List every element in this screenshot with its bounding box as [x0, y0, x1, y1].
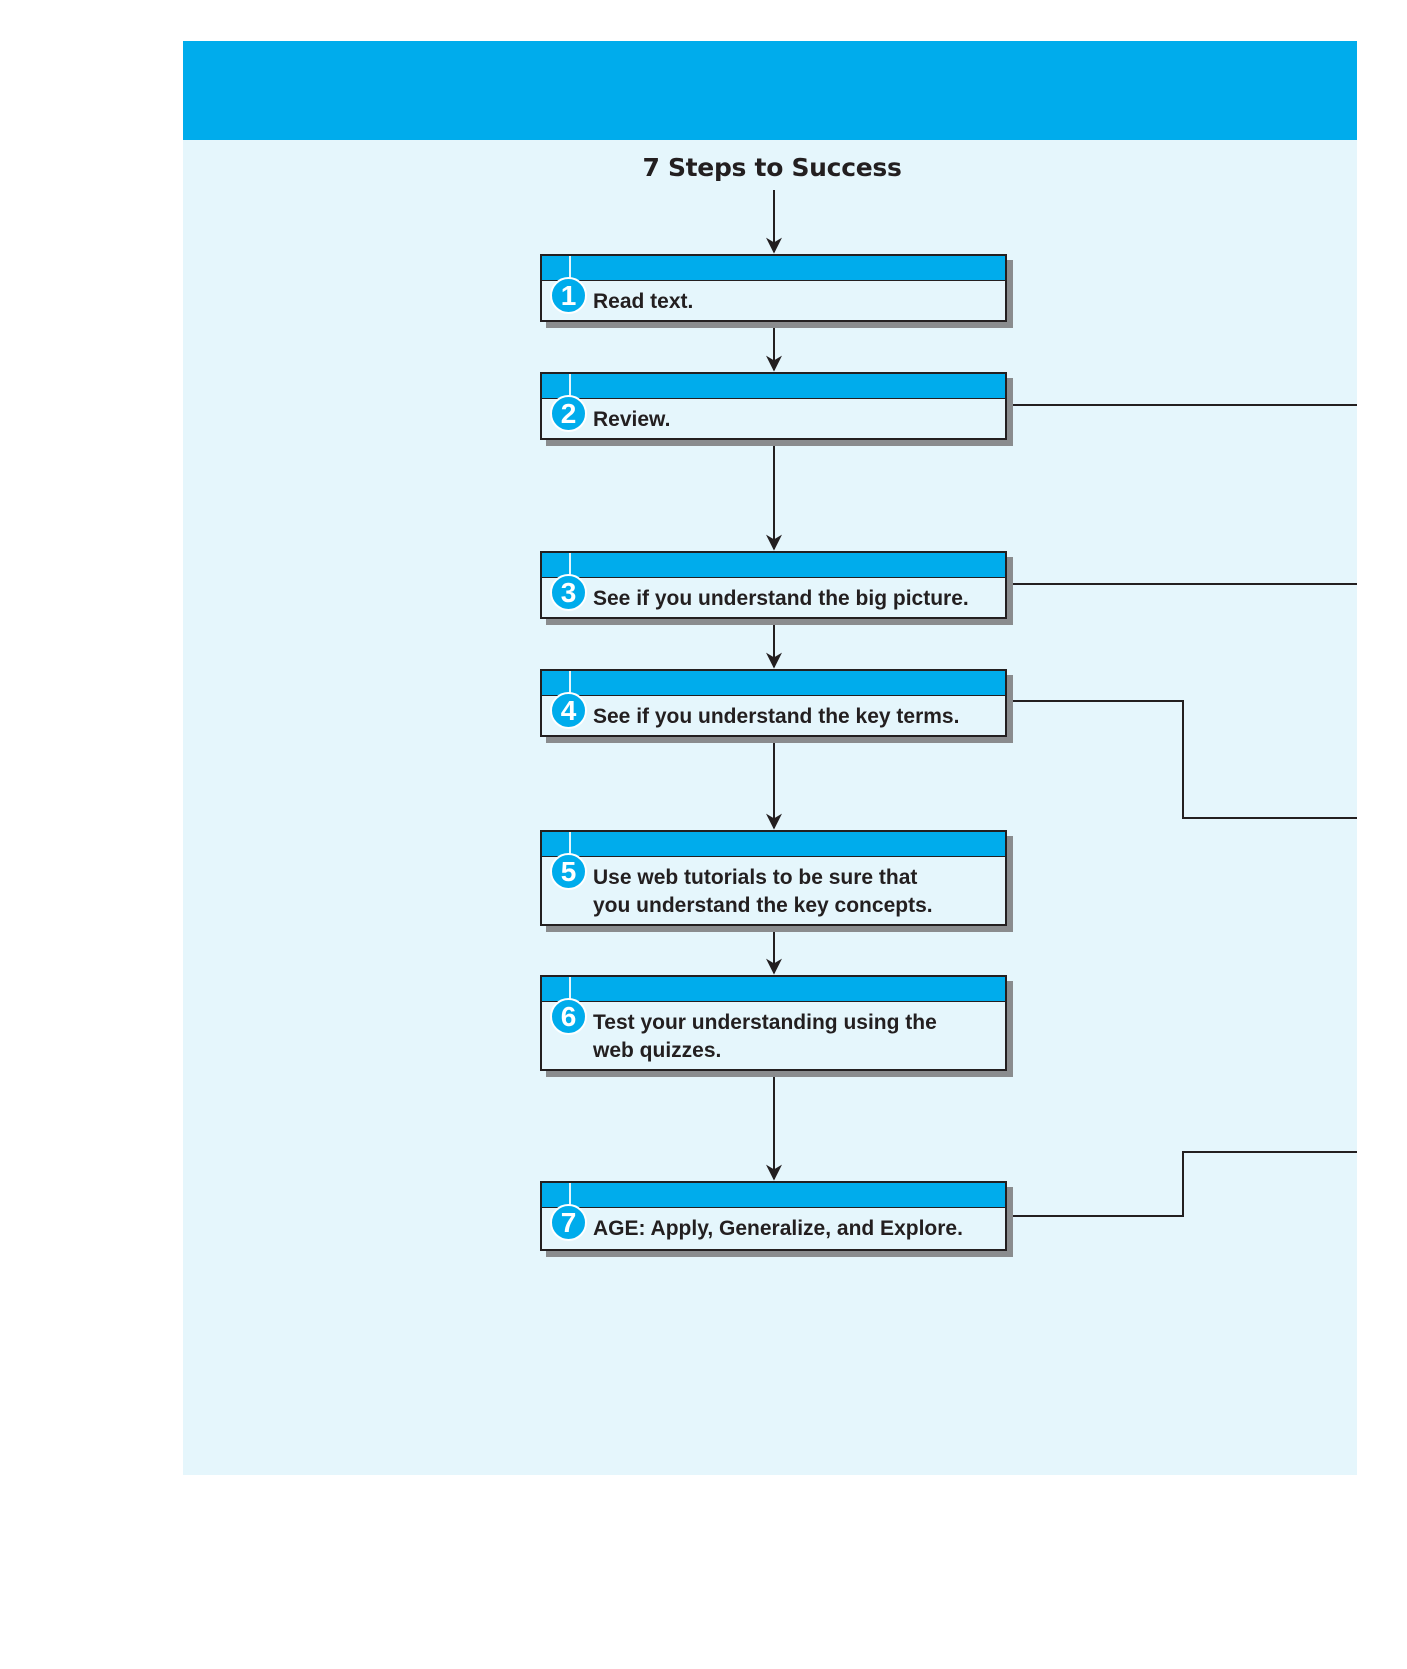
panel-header-band — [183, 41, 1357, 140]
connector-step-7-right — [1007, 1151, 1357, 1217]
step-bar — [542, 256, 1005, 281]
step-bar — [542, 671, 1005, 696]
step-text: Read text. — [593, 290, 694, 313]
step-3-box: 3 See if you understand the big picture. — [540, 551, 1007, 619]
step-text: Review. — [593, 408, 671, 431]
step-tick — [569, 553, 571, 583]
step-number-badge: 4 — [550, 692, 587, 729]
step-number-badge: 1 — [550, 277, 587, 314]
step-text: Use web tutorials to be sure that you un… — [593, 866, 933, 917]
step-text: Test your understanding using the web qu… — [593, 1011, 937, 1062]
step-tick — [569, 1183, 571, 1213]
step-6-box: 6 Test your understanding using the web … — [540, 975, 1007, 1071]
step-5-box: 5 Use web tutorials to be sure that you … — [540, 830, 1007, 926]
step-bar — [542, 977, 1005, 1002]
step-bar — [542, 1183, 1005, 1208]
step-4-box: 4 See if you understand the key terms. — [540, 669, 1007, 737]
step-tick — [569, 832, 571, 862]
step-number-badge: 3 — [550, 574, 587, 611]
step-1-box: 1 Read text. — [540, 254, 1007, 322]
diagram-title: 7 Steps to Success — [642, 153, 902, 182]
step-number-badge: 5 — [550, 853, 587, 890]
step-tick — [569, 977, 571, 1007]
step-tick — [569, 671, 571, 701]
step-number-badge: 7 — [550, 1204, 587, 1241]
step-tick — [569, 256, 571, 286]
step-number-badge: 2 — [550, 395, 587, 432]
step-text: See if you understand the key terms. — [593, 705, 960, 728]
step-bar — [542, 374, 1005, 399]
step-7-box: 7 AGE: Apply, Generalize, and Explore. — [540, 1181, 1007, 1251]
step-text: AGE: Apply, Generalize, and Explore. — [593, 1217, 963, 1240]
connector-step-4-right — [1007, 700, 1357, 819]
step-number-badge: 6 — [550, 998, 587, 1035]
step-bar — [542, 832, 1005, 857]
step-2-box: 2 Review. — [540, 372, 1007, 440]
step-text: See if you understand the big picture. — [593, 587, 969, 610]
step-bar — [542, 553, 1005, 578]
step-tick — [569, 374, 571, 404]
